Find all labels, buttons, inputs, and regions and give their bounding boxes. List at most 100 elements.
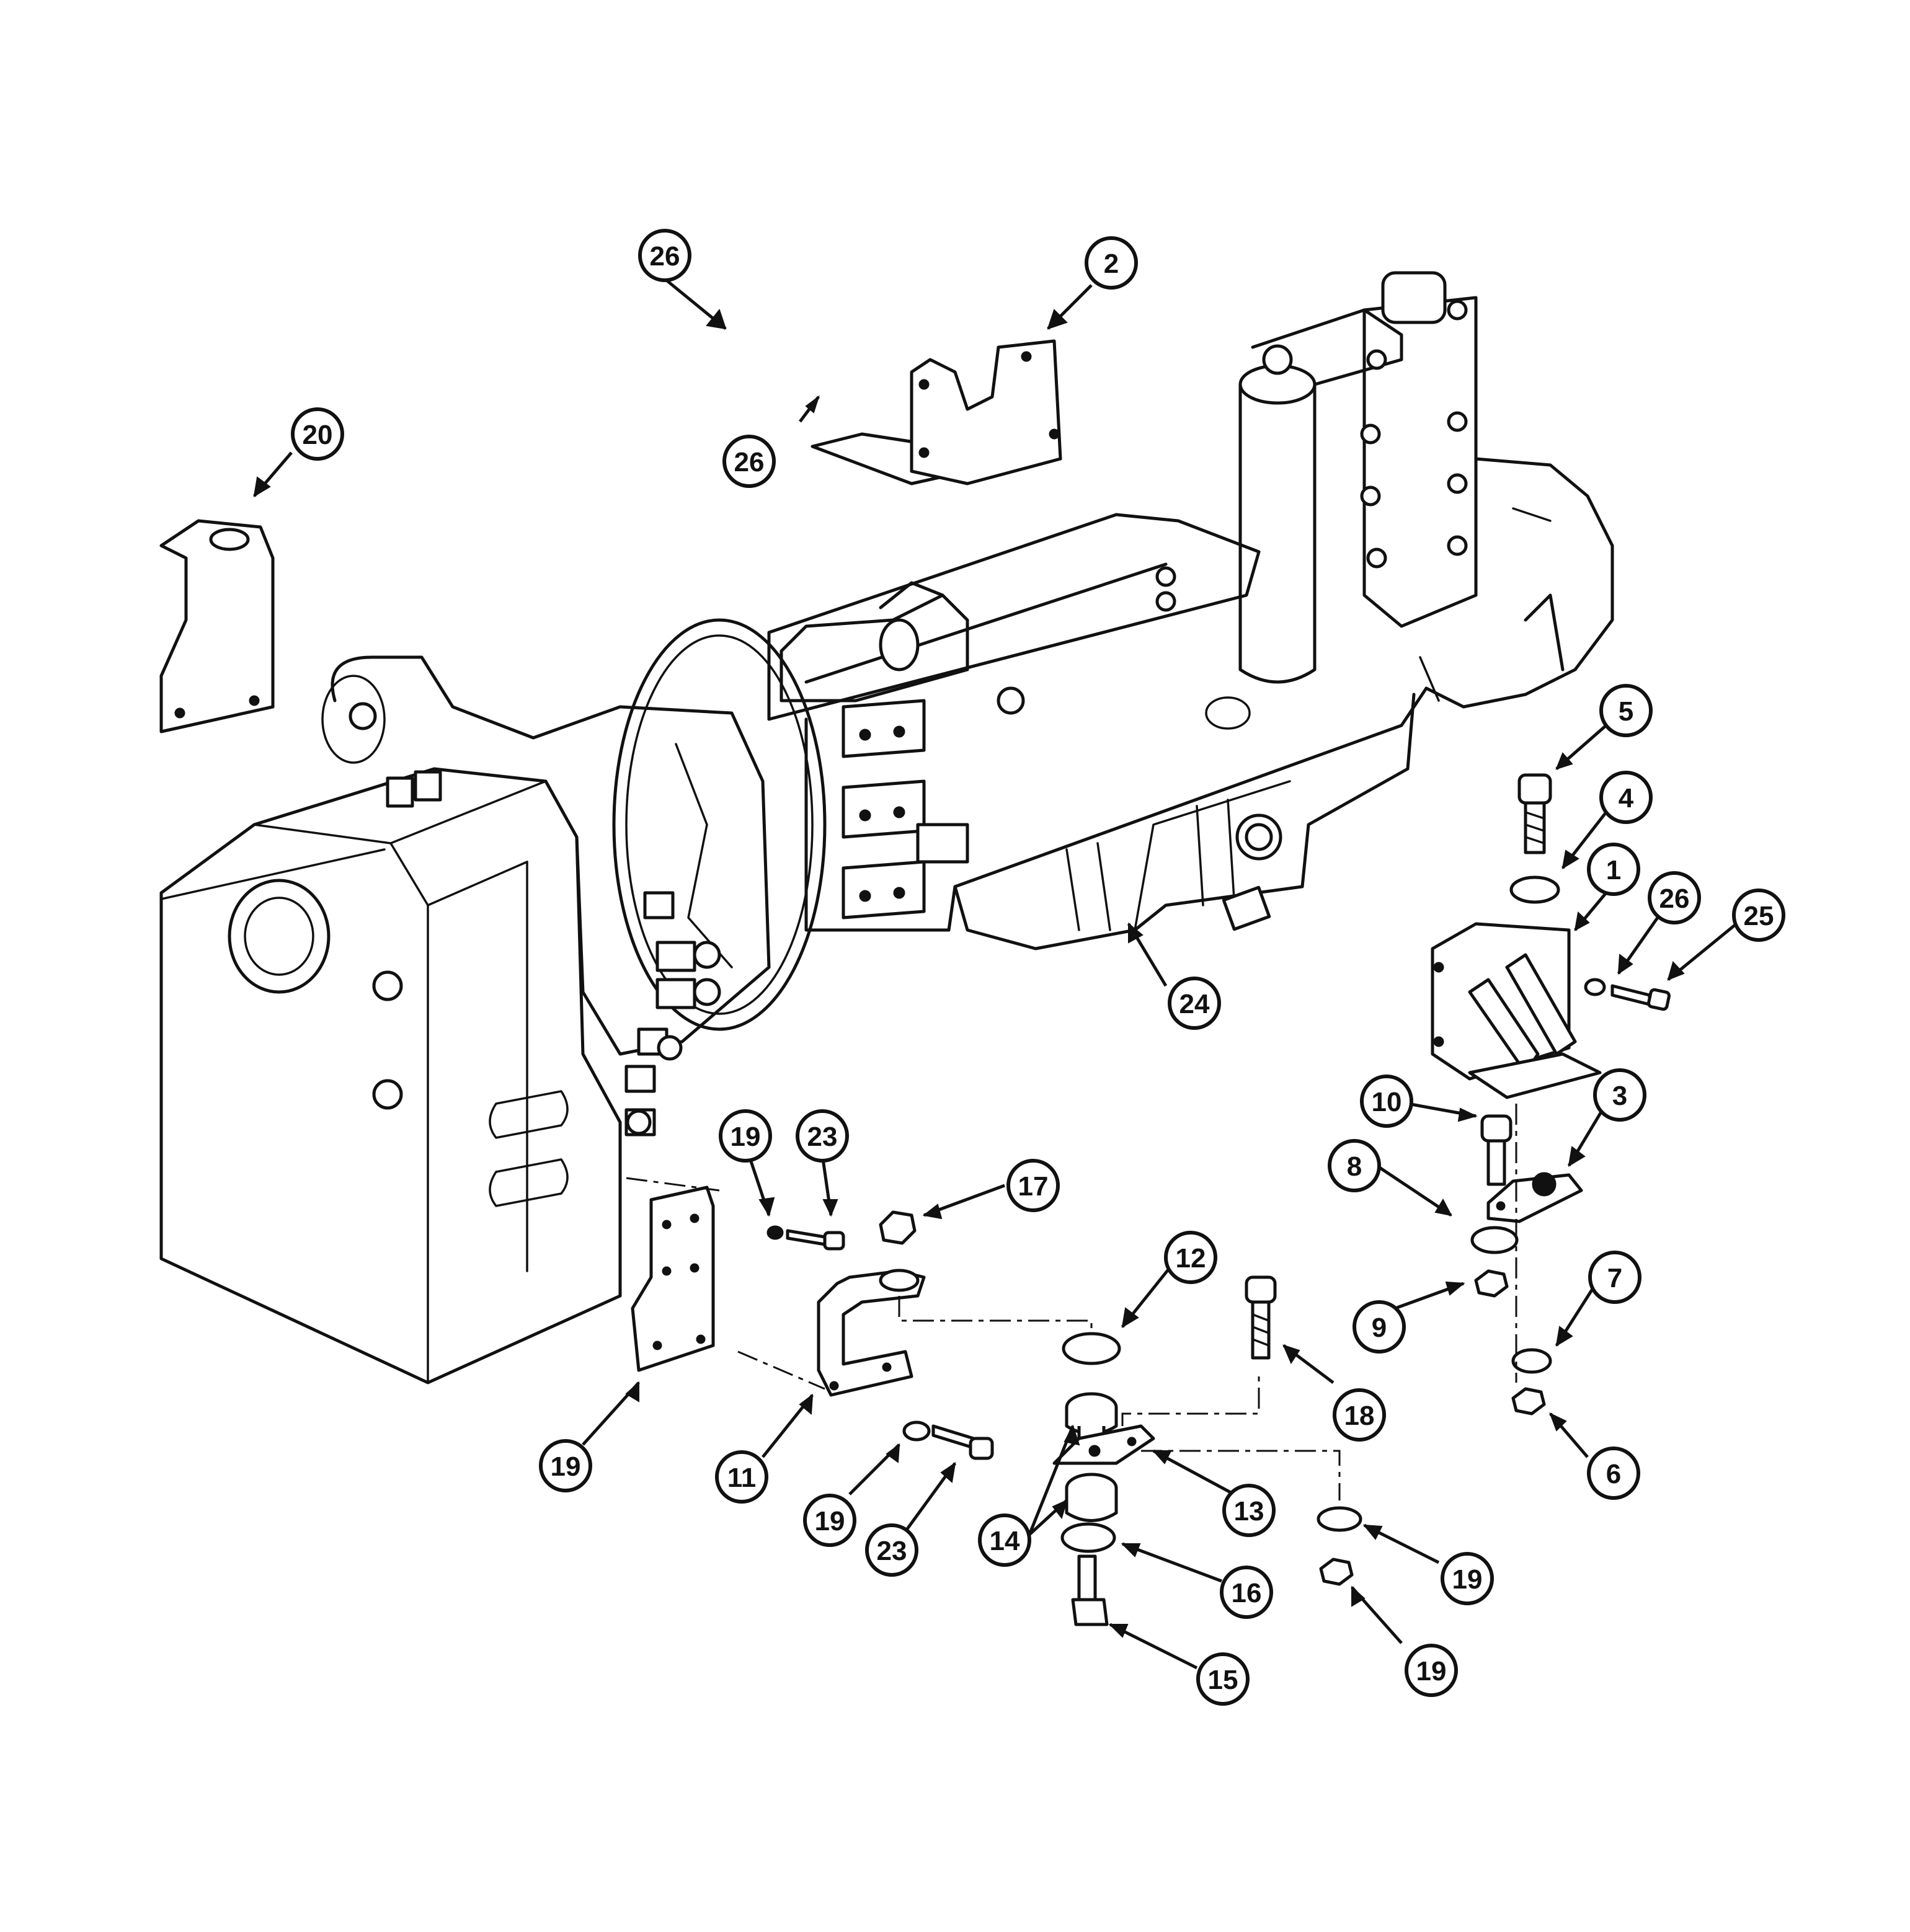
svg-text:14: 14 bbox=[990, 1526, 1020, 1556]
callout-17: 17 bbox=[1006, 1159, 1060, 1212]
part-5-bolt bbox=[1517, 773, 1552, 854]
part-17-nut bbox=[879, 1210, 917, 1245]
svg-text:24: 24 bbox=[1179, 989, 1210, 1019]
callout-6: 6 bbox=[1587, 1447, 1640, 1500]
svg-text:17: 17 bbox=[1018, 1171, 1049, 1202]
part-23-bolt-lower-left bbox=[931, 1424, 994, 1460]
callout-14: 14 bbox=[978, 1513, 1031, 1567]
callout-26-right: 26 bbox=[1648, 871, 1701, 924]
svg-text:1: 1 bbox=[1606, 855, 1621, 885]
svg-text:19: 19 bbox=[1452, 1564, 1483, 1595]
callout-19-upper-left: 19 bbox=[719, 1109, 772, 1163]
flywheel-housing-ring bbox=[612, 618, 827, 1031]
part-19-washer-upper-left bbox=[766, 1225, 784, 1240]
oil-filter-and-front-cover bbox=[1238, 271, 1614, 709]
part-16-washer bbox=[1060, 1522, 1116, 1553]
part-14-mount-cushion-lower bbox=[1065, 1473, 1118, 1522]
engine-block bbox=[767, 513, 1428, 950]
part-21-bracket-plate bbox=[631, 1185, 715, 1372]
callout-5: 5 bbox=[1599, 684, 1653, 737]
part-25-bolt-right bbox=[1610, 984, 1671, 1011]
svg-text:6: 6 bbox=[1606, 1459, 1621, 1489]
part-7-lock-washer bbox=[1511, 1348, 1552, 1374]
svg-text:23: 23 bbox=[807, 1122, 838, 1152]
callout-20: 19 bbox=[1405, 1644, 1458, 1697]
part-12-washer bbox=[1062, 1332, 1121, 1365]
part-20-nut bbox=[1319, 1558, 1354, 1586]
part-2-rear-bracket bbox=[811, 339, 1062, 485]
callout-23-upper-left: 23 bbox=[796, 1109, 849, 1163]
callout-7: 7 bbox=[1588, 1251, 1641, 1304]
callout-23-lower-left: 23 bbox=[865, 1523, 918, 1577]
callout-22: 20 bbox=[291, 407, 344, 461]
svg-text:19: 19 bbox=[551, 1451, 581, 1482]
leader-arrowheads bbox=[253, 308, 1685, 1638]
svg-text:26: 26 bbox=[1659, 884, 1690, 914]
callout-18: 18 bbox=[1333, 1388, 1386, 1442]
callout-3: 3 bbox=[1593, 1068, 1646, 1122]
part-13-centerline-b bbox=[1141, 1450, 1341, 1500]
part-11-centerline-a bbox=[898, 1296, 1093, 1333]
svg-text:3: 3 bbox=[1612, 1081, 1627, 1111]
svg-text:12: 12 bbox=[1176, 1243, 1206, 1274]
callout-25-top: 26 bbox=[638, 229, 691, 282]
part-19-washer-right bbox=[1317, 1506, 1362, 1532]
callout-11: 11 bbox=[715, 1450, 768, 1504]
svg-text:7: 7 bbox=[1607, 1263, 1622, 1293]
part-18-bolt bbox=[1245, 1275, 1277, 1360]
part-11-centerline-b bbox=[737, 1350, 825, 1390]
part-19-washer-lower-left bbox=[902, 1420, 931, 1442]
callout-2: 2 bbox=[1085, 236, 1138, 290]
svg-text:26: 26 bbox=[650, 241, 680, 272]
part-4-washer bbox=[1509, 875, 1560, 904]
svg-text:19: 19 bbox=[815, 1506, 845, 1536]
callout-19-right: 19 bbox=[1441, 1552, 1494, 1605]
callout-21: 19 bbox=[539, 1439, 592, 1492]
callout-15: 15 bbox=[1196, 1652, 1250, 1706]
part-8-washer bbox=[1470, 1226, 1519, 1254]
callout-24: 24 bbox=[1168, 977, 1221, 1030]
callout-1: 1 bbox=[1587, 843, 1640, 896]
svg-text:23: 23 bbox=[877, 1536, 907, 1566]
svg-text:10: 10 bbox=[1372, 1087, 1402, 1117]
part-6-nut bbox=[1511, 1387, 1546, 1416]
part-9-nut bbox=[1474, 1269, 1509, 1298]
svg-text:5: 5 bbox=[1619, 696, 1633, 727]
svg-text:11: 11 bbox=[727, 1463, 757, 1493]
part-10-bolt bbox=[1480, 1114, 1512, 1186]
callout-9: 9 bbox=[1353, 1300, 1406, 1354]
callout-8: 8 bbox=[1328, 1139, 1381, 1192]
callout-12: 12 bbox=[1164, 1231, 1217, 1284]
svg-text:18: 18 bbox=[1344, 1401, 1375, 1431]
part-21-centerline bbox=[626, 1177, 720, 1192]
part-11-mount-bracket bbox=[817, 1269, 926, 1397]
callout-16: 16 bbox=[1220, 1566, 1273, 1619]
svg-text:15: 15 bbox=[1208, 1665, 1238, 1695]
callout-10: 10 bbox=[1360, 1075, 1413, 1128]
part-26-washer-right bbox=[1584, 978, 1606, 996]
svg-text:2: 2 bbox=[1104, 249, 1119, 279]
svg-text:4: 4 bbox=[1619, 783, 1634, 813]
svg-text:19: 19 bbox=[1416, 1656, 1447, 1686]
svg-text:26: 26 bbox=[734, 447, 765, 477]
callout-26-top: 26 bbox=[722, 435, 776, 488]
part-23-bolt-upper-left bbox=[786, 1229, 845, 1251]
part-15-bolt bbox=[1071, 1554, 1109, 1626]
part-13-centerline-a bbox=[1121, 1376, 1260, 1426]
svg-text:8: 8 bbox=[1347, 1151, 1362, 1182]
svg-text:9: 9 bbox=[1372, 1313, 1387, 1343]
part-1-engine-mount-bracket bbox=[1431, 922, 1602, 1099]
part-3-mount-plate bbox=[1486, 1172, 1583, 1223]
callout-13: 13 bbox=[1222, 1484, 1276, 1537]
svg-text:19: 19 bbox=[731, 1122, 761, 1152]
svg-text:20: 20 bbox=[303, 420, 333, 450]
callout-19-lower-left: 19 bbox=[803, 1494, 856, 1547]
svg-text:13: 13 bbox=[1234, 1496, 1264, 1527]
transmission-studs bbox=[624, 891, 721, 1137]
callout-4: 4 bbox=[1599, 771, 1653, 824]
callout-25-right: 25 bbox=[1732, 888, 1785, 942]
part-22-support-bracket bbox=[159, 519, 275, 733]
svg-text:25: 25 bbox=[1744, 901, 1774, 931]
svg-text:16: 16 bbox=[1232, 1578, 1262, 1608]
